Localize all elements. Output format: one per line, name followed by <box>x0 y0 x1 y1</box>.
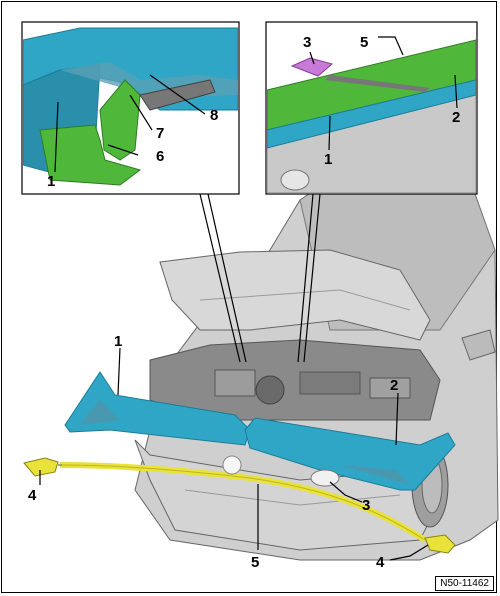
callout-main-4-right: 4 <box>376 554 385 571</box>
washer-reservoir-cap <box>222 455 242 475</box>
callout-right-2: 2 <box>452 109 460 126</box>
callout-left-6: 6 <box>156 148 164 165</box>
callout-left-8: 8 <box>210 107 218 124</box>
callout-right-1: 1 <box>324 151 332 168</box>
bracket-left <box>23 457 59 477</box>
detail-right <box>265 21 478 195</box>
detail-left <box>21 21 240 195</box>
scuttle-panel-part-2 <box>244 417 456 491</box>
main-leaders <box>39 347 429 561</box>
detail-right-leaders <box>309 36 458 151</box>
callout-main-4-left: 4 <box>28 487 37 504</box>
detail-left-leaders <box>54 74 206 173</box>
clip-main <box>310 469 340 487</box>
detail-connector-lines <box>199 193 321 363</box>
callout-main-3: 3 <box>362 497 370 514</box>
callout-right-3: 3 <box>303 34 311 51</box>
callout-main-1: 1 <box>114 333 122 350</box>
callout-left-1: 1 <box>47 173 55 190</box>
callout-main-2: 2 <box>390 377 398 394</box>
bracket-right <box>424 534 456 554</box>
callout-right-5: 5 <box>360 34 368 51</box>
callout-left-7: 7 <box>156 125 164 142</box>
reference-number: N50-11462 <box>435 576 494 591</box>
callout-main-5: 5 <box>251 554 259 571</box>
callout-labels: 1 6 7 8 3 5 2 1 1 2 3 4 4 5 <box>28 34 460 571</box>
